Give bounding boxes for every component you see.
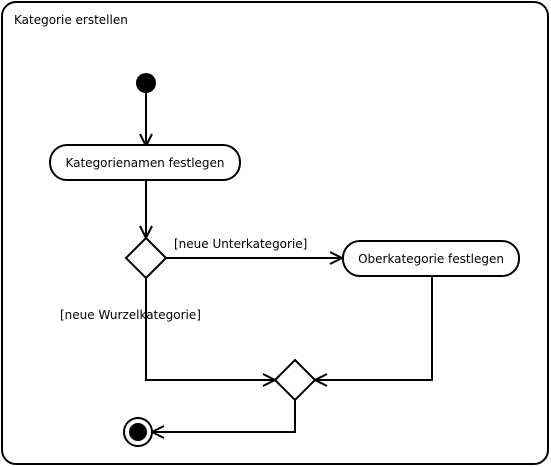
- action-set-category-name[interactable]: Kategorienamen festlegen: [49, 144, 241, 181]
- initial-node[interactable]: [136, 73, 156, 93]
- guard-new-root-category: [neue Wurzelkategorie]: [60, 308, 201, 322]
- action-set-parent-category[interactable]: Oberkategorie festlegen: [342, 240, 520, 277]
- action-set-category-name-label: Kategorienamen festlegen: [65, 156, 224, 170]
- activity-title: Kategorie erstellen: [14, 13, 128, 27]
- guard-new-subcategory: [neue Unterkategorie]: [174, 237, 307, 251]
- final-node[interactable]: [123, 417, 153, 447]
- action-set-parent-category-label: Oberkategorie festlegen: [358, 252, 504, 266]
